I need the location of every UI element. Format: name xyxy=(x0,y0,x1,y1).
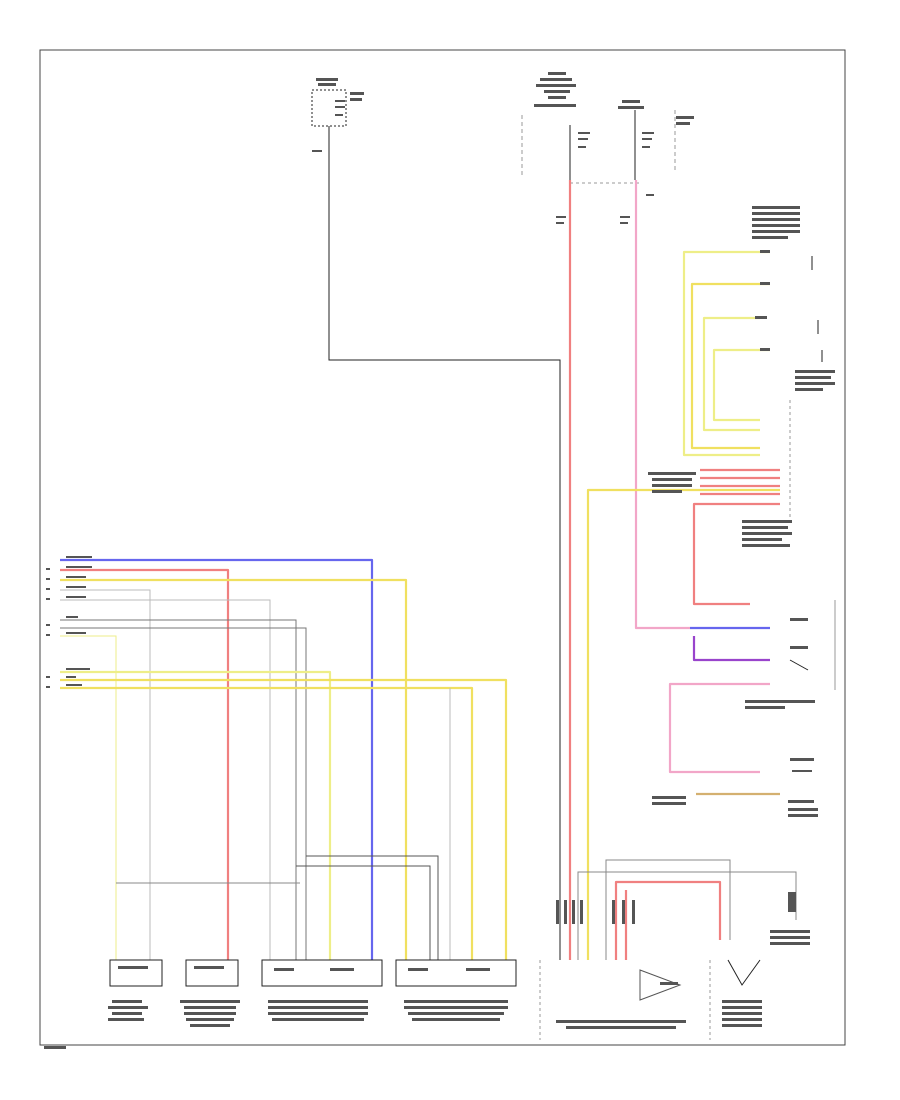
wire-pale-yellow-3 xyxy=(702,316,760,432)
relay-switch-module xyxy=(690,600,836,709)
bottom-component-1 xyxy=(108,959,163,1021)
bottom-component-2 xyxy=(180,959,240,1027)
bottom-component-3 xyxy=(261,959,383,1021)
wire-yellow-2 xyxy=(690,282,770,450)
wire-pale-yellow-4 xyxy=(712,348,770,422)
fuse-block-center xyxy=(521,72,694,224)
wire-pale-yellow-1 xyxy=(682,250,770,457)
left-bus xyxy=(46,556,508,960)
coolant-pump xyxy=(652,758,818,817)
wire-pink-loop xyxy=(668,682,770,774)
wire-pink-main xyxy=(634,180,690,630)
right-connectors xyxy=(755,250,835,520)
footer-mark xyxy=(44,1046,66,1049)
coolant-sensor-lower xyxy=(722,892,810,1027)
control-module xyxy=(539,859,797,1040)
wire-black-main xyxy=(328,150,561,960)
module-connector-block xyxy=(586,468,792,960)
diagram-frame xyxy=(39,49,846,1046)
ambient-temp-sensor xyxy=(752,206,800,239)
bottom-component-4 xyxy=(395,959,517,1021)
fuse-block-left xyxy=(311,78,364,152)
